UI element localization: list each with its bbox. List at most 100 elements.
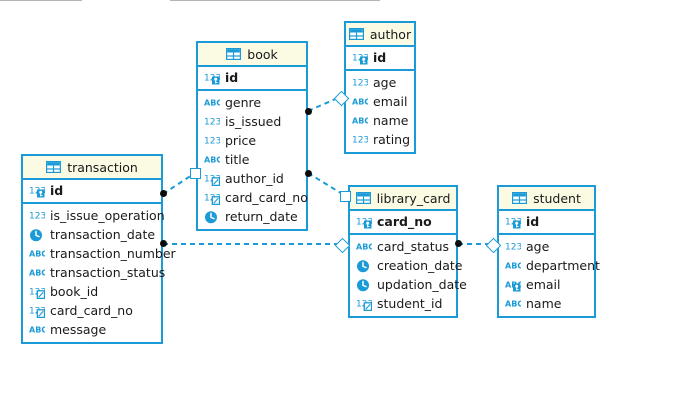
connector-dot-librarycard-student (455, 240, 462, 247)
column-email[interactable]: ABC email (499, 275, 594, 294)
column-card_no[interactable]: 123card_no (350, 212, 456, 231)
entity-table-author[interactable]: author123id 123ageABCemailABCname123ratin… (344, 21, 416, 154)
column-updation_date[interactable]: updation_date (350, 275, 467, 294)
column-id[interactable]: 123 id (198, 68, 306, 87)
svg-text:ABC: ABC (29, 268, 45, 277)
svg-text:123: 123 (352, 135, 368, 145)
number-icon: 123 (505, 240, 521, 254)
column-creation_date[interactable]: creation_date (350, 256, 462, 275)
entity-header-author[interactable]: author (346, 23, 414, 47)
column-price[interactable]: 123 price (198, 131, 306, 150)
svg-text:ABC: ABC (29, 249, 45, 258)
pk-number-icon: 123 (356, 215, 372, 229)
column-name: id (526, 214, 540, 229)
abc-icon: ABC (29, 323, 45, 337)
clock-icon (356, 278, 372, 292)
entity-header-transaction[interactable]: transaction (23, 156, 161, 180)
column-name: email (526, 277, 561, 292)
panel-edge-mid (170, 0, 380, 1)
number-icon: 123 (352, 76, 368, 90)
svg-text:123: 123 (204, 136, 220, 146)
number-icon: 123 (204, 115, 220, 129)
pk-number-icon: 123 (204, 71, 220, 85)
clock-icon (29, 228, 45, 242)
svg-text:ABC: ABC (356, 242, 372, 251)
column-name: is_issue_operation (50, 208, 165, 223)
column-name: transaction_status (50, 265, 166, 280)
entity-table-student[interactable]: student123id123ageABCdepartmentABCemailA… (497, 185, 600, 318)
column-name: message (50, 322, 107, 337)
column-card_card_no[interactable]: 123card_card_no (23, 301, 161, 320)
column-age[interactable]: 123 age (499, 237, 594, 256)
uk-abc-icon: ABC (505, 278, 521, 292)
abc-icon: ABC (352, 114, 368, 128)
column-name: age (526, 239, 550, 254)
column-name: transaction_date (50, 227, 156, 242)
fk-number-icon: 123 (204, 191, 220, 205)
column-name: id (225, 70, 239, 85)
column-id[interactable]: 123id (346, 48, 414, 67)
connector-dot-book-author (305, 108, 312, 115)
column-name: is_issued (225, 114, 282, 129)
rel-book-librarycard (307, 172, 345, 196)
column-name: return_date (225, 209, 298, 224)
column-is_issued[interactable]: 123 is_issued (198, 112, 306, 131)
clock-icon (204, 210, 220, 224)
abc-icon: ABC (505, 259, 521, 273)
table-icon (348, 28, 364, 40)
entity-title: book (247, 46, 278, 62)
column-name: card_card_no (225, 190, 308, 205)
column-id[interactable]: 123id (23, 181, 161, 200)
column-name: book_id (50, 284, 99, 299)
abc-icon: ABC (29, 266, 45, 280)
entity-title: library_card (376, 190, 451, 206)
primary-key-section: 123id (23, 180, 161, 204)
column-name: name (526, 296, 562, 311)
column-name: creation_date (377, 258, 463, 273)
entity-table-library_card[interactable]: library_card 123card_noABCcard_statuscrea… (348, 185, 467, 318)
primary-key-section: 123id (499, 211, 594, 235)
entity-table-book[interactable]: book123idABCgenre123is_issued123priceABC… (196, 41, 308, 231)
entity-header-book[interactable]: book (198, 43, 306, 67)
entity-title: student (533, 190, 581, 206)
column-id[interactable]: 123id (499, 212, 594, 231)
column-student_id[interactable]: 123student_id (350, 294, 456, 313)
number-icon: 123 (352, 133, 368, 147)
table-icon (226, 48, 242, 60)
entity-title: transaction (67, 159, 138, 175)
column-name: price (225, 133, 257, 148)
entity-header-library_card[interactable]: library_card (350, 187, 456, 211)
svg-text:ABC: ABC (505, 261, 521, 270)
connector-dot-book-librarycard (305, 170, 312, 177)
pk-number-icon: 123 (352, 51, 368, 65)
column-transaction_status[interactable]: ABC transaction_status (23, 263, 165, 282)
column-book_id[interactable]: 123 book_id (23, 282, 161, 301)
entity-table-transaction[interactable]: transaction123id123is_issue_operationtra… (21, 154, 176, 344)
column-transaction_date[interactable]: transaction_date (23, 225, 161, 244)
primary-key-section: 123card_no (350, 211, 456, 235)
column-name: id (50, 183, 64, 198)
number-icon: 123 (204, 134, 220, 148)
column-message[interactable]: ABC message (23, 320, 161, 339)
entity-header-student[interactable]: student (499, 187, 594, 211)
svg-text:123: 123 (505, 242, 521, 252)
column-name: card_card_no (50, 303, 133, 318)
column-return_date[interactable]: return_date (198, 207, 306, 226)
fk-number-icon: 123 (29, 285, 45, 299)
clock-icon (356, 259, 372, 273)
column-author_id[interactable]: 123author_id (198, 169, 306, 188)
column-card_card_no[interactable]: 123 card_card_no (198, 188, 308, 207)
